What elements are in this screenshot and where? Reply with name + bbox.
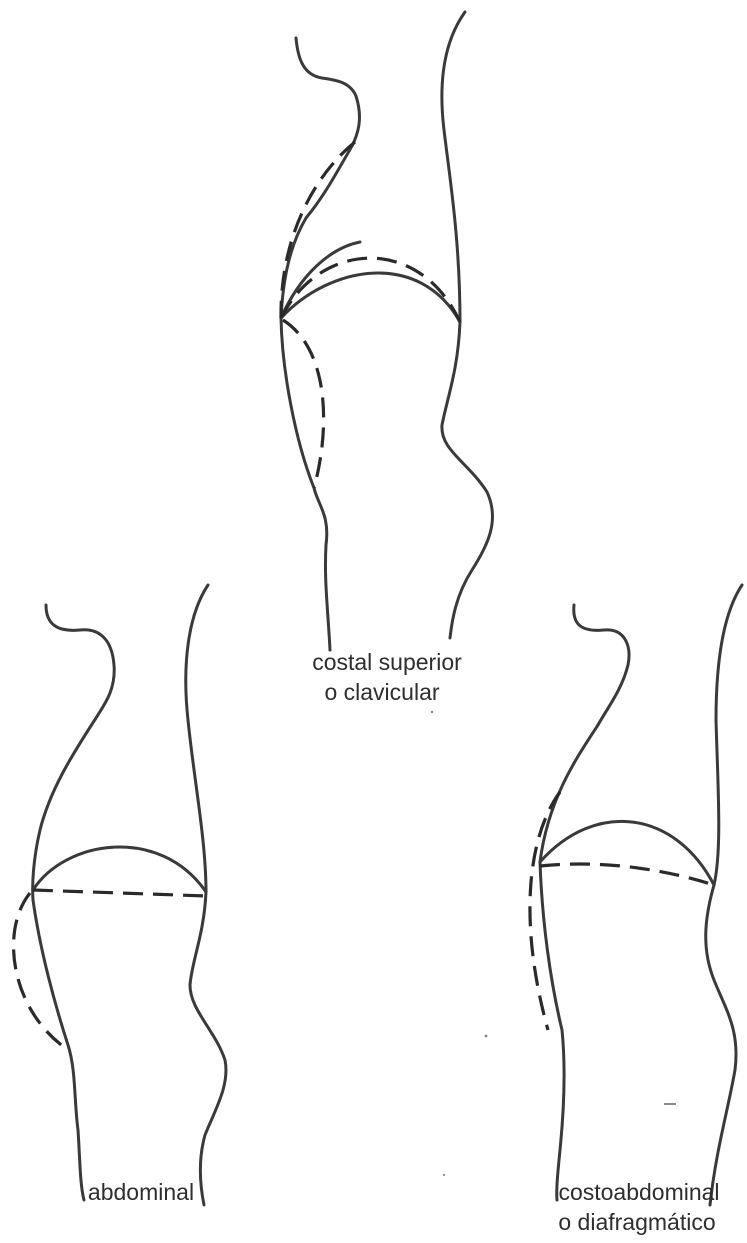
abdominal-belly-dashed bbox=[14, 893, 68, 1050]
costoabdominal-label-line-1: costoabdominal bbox=[558, 1179, 719, 1205]
costoabdominal-diaphragm-solid bbox=[540, 821, 714, 885]
abdominal-label: abdominal bbox=[88, 1179, 194, 1205]
figure-costoabdominal: costoabdominal o diafragmático bbox=[530, 585, 742, 1235]
costal-superior-back-outline bbox=[442, 12, 493, 638]
costal-superior-front-outline bbox=[281, 38, 359, 650]
costal-superior-label-line-1: costal superior bbox=[312, 649, 462, 675]
costal-superior-label-line-2: o clavicular bbox=[324, 679, 439, 705]
figure-abdominal: abdominal bbox=[14, 585, 226, 1205]
costoabdominal-front-outline bbox=[540, 605, 629, 1200]
abdominal-diaphragm-solid bbox=[33, 847, 206, 892]
abdominal-diaphragm-dashed bbox=[33, 890, 206, 896]
figure-costal-superior: costal superior o clavicular bbox=[281, 12, 493, 705]
costoabdominal-label-line-2: o diafragmático bbox=[558, 1209, 715, 1235]
costoabdominal-back-outline bbox=[706, 585, 742, 1205]
costal-superior-abdomen-dashed bbox=[283, 320, 324, 488]
abdominal-front-outline bbox=[33, 605, 115, 1200]
costoabdominal-diaphragm-dashed bbox=[540, 864, 714, 885]
costal-superior-chest-dashed bbox=[281, 142, 355, 318]
costal-superior-diaphragm-solid bbox=[281, 273, 460, 322]
scan-specks bbox=[431, 711, 676, 1176]
